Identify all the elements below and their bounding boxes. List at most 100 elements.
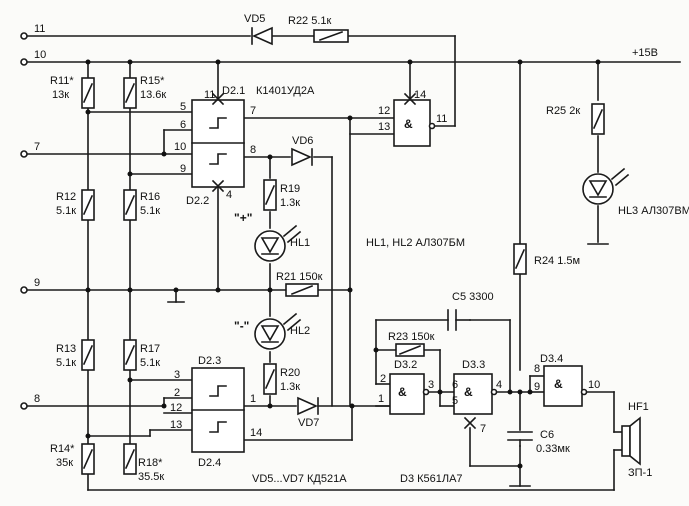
pin-d32-1: 1 bbox=[378, 393, 384, 405]
note-d3: D3 К561ЛА7 bbox=[400, 473, 463, 485]
leds bbox=[254, 167, 630, 350]
c6-value: 0.33мк bbox=[536, 443, 570, 455]
r23-label: R23 150к bbox=[388, 331, 435, 343]
hl1-label: HL1 bbox=[290, 237, 310, 249]
plus-label: "+" bbox=[234, 211, 252, 225]
r11-value: 13к bbox=[52, 89, 69, 101]
supply-label: +15В bbox=[632, 47, 658, 59]
r15-name: R15* bbox=[140, 75, 165, 87]
c6-label: C6 bbox=[540, 429, 554, 441]
vd5-label: VD5 bbox=[244, 13, 265, 25]
r21-label: R21 150к bbox=[276, 271, 323, 283]
pin-g-14: 14 bbox=[414, 89, 426, 101]
hf1-type: ЗП-1 bbox=[628, 467, 652, 479]
d34-label: D3.4 bbox=[540, 353, 563, 365]
d23-label: D2.3 bbox=[198, 355, 221, 367]
pin-d2-9: 9 bbox=[180, 163, 186, 175]
r13-name: R13 bbox=[56, 343, 76, 355]
r20-value: 1.3к bbox=[280, 381, 300, 393]
r11-name: R11* bbox=[50, 75, 74, 87]
and-gate-d32-symbol: & bbox=[398, 385, 407, 399]
pin-g-12: 12 bbox=[378, 105, 390, 117]
hl2-label: HL2 bbox=[290, 325, 310, 337]
note-hl12: HL1, HL2 АЛ307БМ bbox=[366, 237, 465, 249]
pin-d2-8: 8 bbox=[250, 144, 256, 156]
r25-label: R25 2к bbox=[546, 105, 580, 117]
pin-d33-4: 4 bbox=[496, 379, 502, 391]
pin-d34-8: 8 bbox=[534, 363, 540, 375]
r12-value: 5.1к bbox=[56, 205, 76, 217]
and-gate-d33-symbol: & bbox=[464, 385, 473, 399]
pin-d2-13: 13 bbox=[170, 419, 182, 431]
r20-name: R20 bbox=[280, 367, 300, 379]
pin-d2-11: 11 bbox=[204, 89, 215, 101]
r19-value: 1.3к bbox=[280, 197, 300, 209]
speaker bbox=[621, 416, 641, 466]
pin-d2-3: 3 bbox=[174, 369, 180, 381]
r14-name: R14* bbox=[50, 443, 75, 455]
r19-name: R19 bbox=[280, 183, 300, 195]
term-9: 9 bbox=[34, 277, 40, 289]
r16-name: R16 bbox=[140, 191, 160, 203]
d3-gates bbox=[389, 92, 588, 430]
d33-body bbox=[453, 373, 493, 415]
d2-blocks bbox=[191, 92, 245, 453]
pin-d33-5: 5 bbox=[452, 395, 458, 407]
pin-d32-2: 2 bbox=[380, 373, 386, 385]
pin-d2-1: 1 bbox=[250, 393, 256, 405]
pin-d33-6: 6 bbox=[452, 379, 458, 391]
r22-label: R22 5.1к bbox=[288, 15, 332, 27]
r15-value: 13.6к bbox=[140, 89, 166, 101]
pin-d34-9: 9 bbox=[534, 381, 540, 393]
and-gate-top-symbol: & bbox=[404, 117, 413, 131]
r24-label: R24 1.5м bbox=[534, 255, 580, 267]
d34-body bbox=[543, 365, 583, 407]
r13-value: 5.1к bbox=[56, 357, 76, 369]
pin-d2-5: 5 bbox=[180, 101, 186, 113]
r14-value: 35к bbox=[56, 457, 73, 469]
pin-g-11: 11 bbox=[436, 113, 447, 125]
r18-value: 35.5к bbox=[138, 471, 164, 483]
c5-label: C5 3300 bbox=[452, 291, 494, 303]
term-8: 8 bbox=[34, 393, 40, 405]
term-7: 7 bbox=[34, 141, 40, 153]
pin-d33-7: 7 bbox=[480, 423, 486, 435]
pin-d32-3: 3 bbox=[428, 379, 434, 391]
pin-d2-4: 4 bbox=[226, 189, 232, 201]
resistors bbox=[81, 29, 605, 475]
r18-name: R18* bbox=[138, 457, 163, 469]
and-gate-d34-symbol: & bbox=[554, 377, 563, 391]
vd7-body bbox=[297, 396, 318, 416]
d33-label: D3.3 bbox=[462, 359, 485, 371]
d21-label: D2.1 bbox=[222, 85, 245, 97]
d32-body bbox=[389, 373, 425, 415]
pin-d34-10: 10 bbox=[588, 379, 600, 391]
note-vd: VD5...VD7 КД521А bbox=[252, 473, 347, 485]
d32-label: D3.2 bbox=[394, 359, 417, 371]
terminals bbox=[20, 32, 28, 410]
d22-label: D2.2 bbox=[186, 195, 209, 207]
gate-top-body bbox=[393, 99, 431, 147]
pin-d2-12: 12 bbox=[170, 402, 182, 414]
vd7-label: VD7 bbox=[298, 417, 319, 429]
vd6-body bbox=[291, 147, 312, 167]
pin-g-13: 13 bbox=[378, 121, 390, 133]
pin-d2-14: 14 bbox=[250, 427, 262, 439]
term-11: 11 bbox=[34, 23, 45, 35]
capacitors bbox=[447, 309, 533, 447]
d24-label: D2.4 bbox=[198, 457, 221, 469]
r12-name: R12 bbox=[56, 191, 76, 203]
wires bbox=[25, 35, 681, 491]
hf1-label: HF1 bbox=[628, 401, 649, 413]
pin-d2-6: 6 bbox=[180, 119, 186, 131]
r16-value: 5.1к bbox=[140, 205, 160, 217]
pin-d2-7: 7 bbox=[250, 105, 256, 117]
vd6-label: VD6 bbox=[292, 135, 313, 147]
r17-value: 5.1к bbox=[140, 357, 160, 369]
d21-type: К1401УД2А bbox=[256, 85, 315, 97]
r17-name: R17 bbox=[140, 343, 160, 355]
minus-label: "-" bbox=[234, 319, 249, 333]
pin-d2-10: 10 bbox=[174, 141, 186, 153]
